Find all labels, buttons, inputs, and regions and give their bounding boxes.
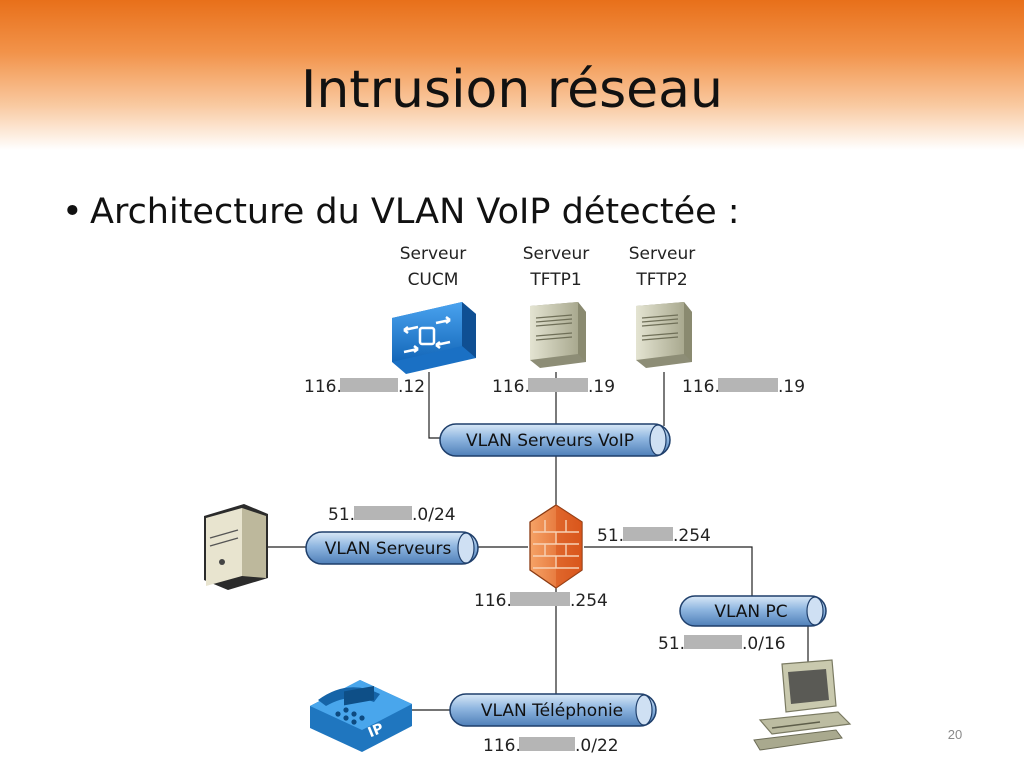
svg-text:.12: .12 xyxy=(398,377,425,397)
bullet-text: Architecture du VLAN VoIP détectée : xyxy=(90,192,740,232)
svg-text:.0/16: .0/16 xyxy=(742,634,786,654)
tftp2-label-line2: TFTP2 xyxy=(635,270,687,290)
svg-text:.254: .254 xyxy=(570,591,608,611)
svg-text:.19: .19 xyxy=(778,377,805,397)
page-number: 20 xyxy=(947,727,963,742)
vlan-voip-label: VLAN Serveurs VoIP xyxy=(466,431,634,451)
svg-text:51.: 51. xyxy=(597,526,624,546)
svg-text:IP: IP xyxy=(366,721,386,742)
tftp1-label-line1: Serveur xyxy=(523,244,590,264)
header-band xyxy=(0,0,1024,150)
svg-text:.0/24: .0/24 xyxy=(412,505,456,525)
server-tower-icon xyxy=(636,302,692,368)
bullet-dot-icon: • xyxy=(62,192,83,232)
voip-gateway-ip-label: 116. .254 xyxy=(474,591,608,611)
slide-title: Intrusion réseau xyxy=(301,60,723,120)
cucm-label-line1: Serveur xyxy=(400,244,467,264)
cucm-ip-label: 116. .12 xyxy=(304,377,425,397)
vlan-phone-label: VLAN Téléphonie xyxy=(481,701,623,721)
tftp2-ip-label: 116. .19 xyxy=(682,377,805,397)
servers-net-ip-label: 51. .0/24 xyxy=(328,505,456,525)
svg-text:116.: 116. xyxy=(492,377,530,397)
link-cucm-voip xyxy=(428,372,446,439)
vlan-servers-pipe: VLAN Serveurs xyxy=(305,531,479,565)
phone-net-ip-label: 116. .0/22 xyxy=(483,736,619,756)
vlan-phone-pipe: VLAN Téléphonie xyxy=(449,693,657,727)
tftp2-label-line1: Serveur xyxy=(629,244,696,264)
connection-lines xyxy=(268,372,809,711)
link-firewall-pc-vlan xyxy=(584,546,753,596)
vlan-servers-label: VLAN Serveurs xyxy=(325,539,452,559)
svg-text:.254: .254 xyxy=(673,526,711,546)
vlan-voip-pipe: VLAN Serveurs VoIP xyxy=(439,423,671,457)
desktop-computer-icon xyxy=(753,659,852,751)
vlan-pc-pipe: VLAN PC xyxy=(679,595,827,627)
server-box-icon xyxy=(204,504,268,590)
svg-text:.19: .19 xyxy=(588,377,615,397)
pc-gateway-ip-label: 51. .254 xyxy=(597,526,711,546)
pc-net-ip-label: 51. .0/16 xyxy=(658,634,786,654)
ip-phone-icon: IP xyxy=(310,680,412,752)
vlan-pc-label: VLAN PC xyxy=(714,602,787,622)
bullet-item: •Architecture du VLAN VoIP détectée : xyxy=(62,192,740,232)
svg-text:.0/22: .0/22 xyxy=(575,736,619,756)
call-manager-icon xyxy=(392,302,476,374)
svg-text:116.: 116. xyxy=(474,591,512,611)
svg-text:51.: 51. xyxy=(658,634,685,654)
tftp1-label-line2: TFTP1 xyxy=(529,270,581,290)
svg-text:116.: 116. xyxy=(483,736,521,756)
server-tower-icon xyxy=(530,302,586,368)
svg-text:116.: 116. xyxy=(304,377,342,397)
tftp1-ip-label: 116. .19 xyxy=(492,377,615,397)
svg-text:51.: 51. xyxy=(328,505,355,525)
cucm-label-line2: CUCM xyxy=(408,270,459,290)
firewall-icon xyxy=(529,504,583,589)
svg-text:116.: 116. xyxy=(682,377,720,397)
